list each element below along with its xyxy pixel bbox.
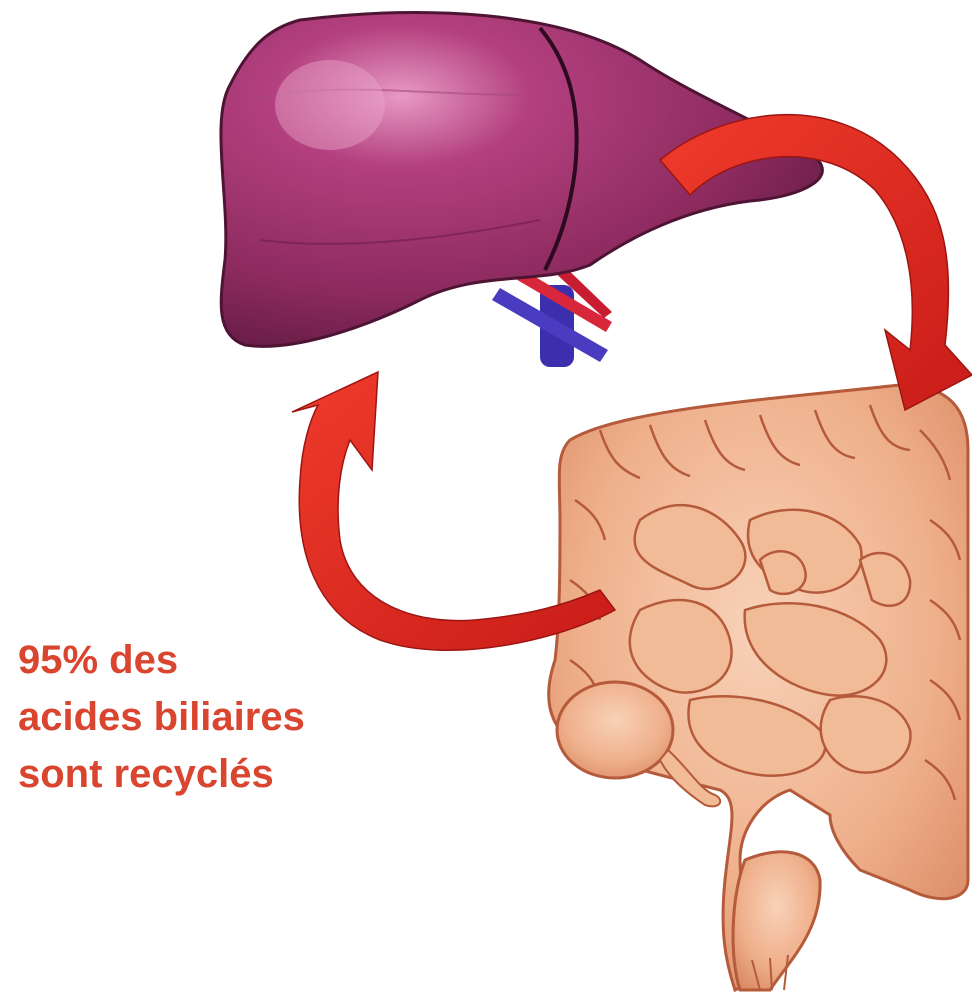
caption-line-3: sont recyclés — [18, 746, 438, 803]
liver-icon — [221, 13, 822, 347]
caption-line-2: acides biliaires — [18, 689, 438, 746]
recycling-caption: 95% des acides biliaires sont recyclés — [18, 632, 438, 803]
caption-line-1: 95% des — [18, 632, 438, 689]
intestines-icon — [549, 385, 968, 990]
liver-to-intestine-arrow — [660, 115, 972, 410]
